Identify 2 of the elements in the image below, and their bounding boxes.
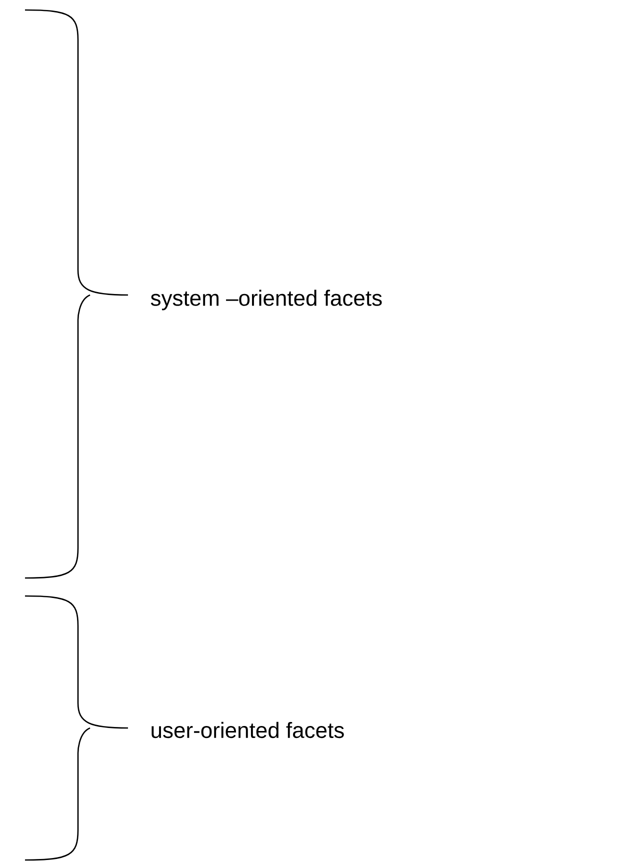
- label: user-oriented facets: [152, 722, 344, 738]
- label: system –oriented facets: [150, 290, 382, 310]
